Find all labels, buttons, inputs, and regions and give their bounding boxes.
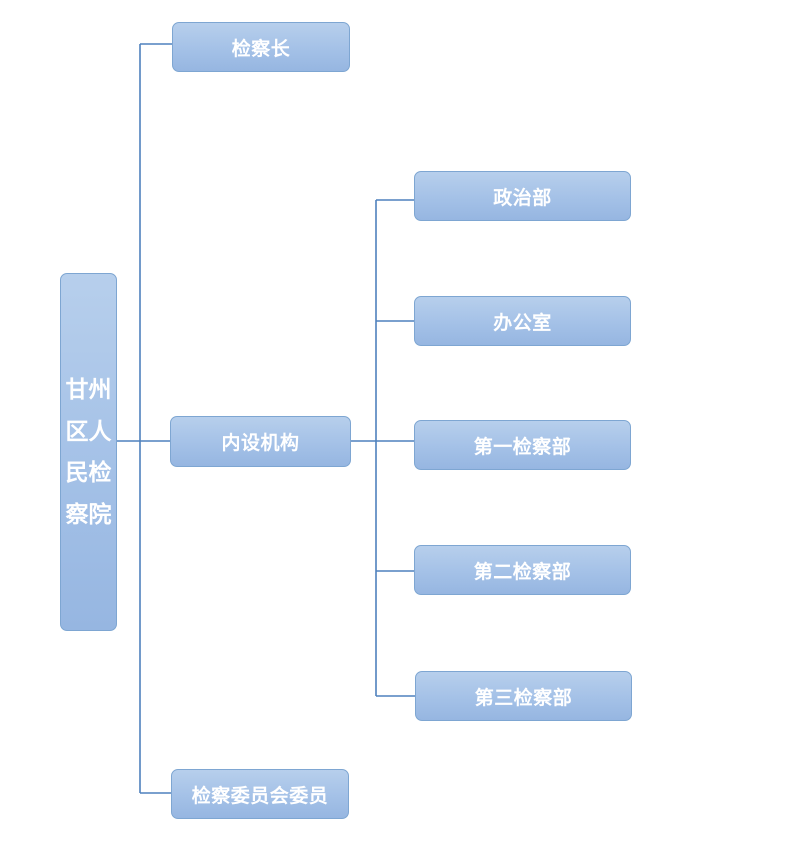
department-node-third-procuratorate: 第三检察部 <box>415 671 632 721</box>
procuratorial-committee-label: 检察委员会委员 <box>191 784 329 807</box>
root-node: 甘州区人民检察院 <box>60 273 117 631</box>
department-node-first-procuratorate: 第一检察部 <box>414 420 631 470</box>
procuratorial-committee-node: 检察委员会委员 <box>171 769 349 819</box>
internal-departments-node: 内设机构 <box>170 416 351 467</box>
department-node-political: 政治部 <box>414 171 631 221</box>
department-label: 政治部 <box>493 186 552 209</box>
department-label: 第二检察部 <box>473 560 572 583</box>
department-node-second-procuratorate: 第二检察部 <box>414 545 631 595</box>
chief-prosecutor-label: 检察长 <box>231 37 291 60</box>
department-label: 第三检察部 <box>474 686 573 709</box>
department-label: 第一检察部 <box>473 435 572 458</box>
department-label: 办公室 <box>493 311 552 334</box>
chief-prosecutor-node: 检察长 <box>172 22 350 72</box>
internal-departments-label: 内设机构 <box>221 432 300 454</box>
department-node-office: 办公室 <box>414 296 631 346</box>
root-label: 甘州区人民检察院 <box>65 376 112 528</box>
